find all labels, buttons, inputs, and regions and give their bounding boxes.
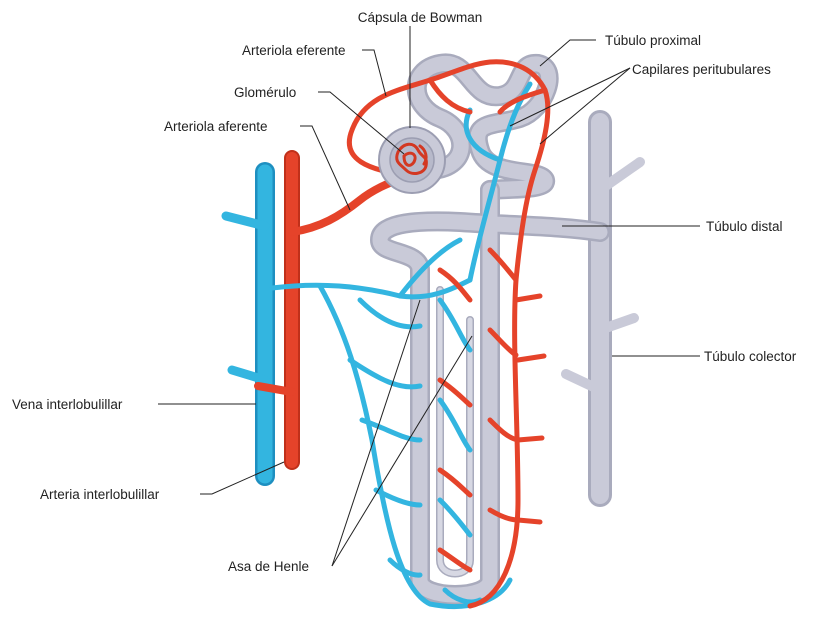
label-capsula-bowman: Cápsula de Bowman <box>358 10 483 25</box>
peritubular-capillaries-arterial <box>349 62 548 606</box>
label-capilares-peritubulares: Capilares peritubulares <box>632 62 771 77</box>
label-tubulo-proximal: Túbulo proximal <box>605 33 701 48</box>
label-vena-interlobulillar: Vena interlobulillar <box>12 397 123 412</box>
collecting-duct <box>566 122 640 495</box>
label-arteriola-aferente: Arteriola aferente <box>164 119 268 134</box>
leader-arteriola-aferente <box>300 126 350 210</box>
label-tubulo-distal: Túbulo distal <box>706 219 783 234</box>
bowman-capsule <box>379 127 445 193</box>
leader-arteriola-eferente <box>362 50 386 96</box>
label-tubulo-colector: Túbulo colector <box>704 349 797 364</box>
label-asa-de-henle: Asa de Henle <box>228 559 309 574</box>
label-arteria-interlobulillar: Arteria interlobulillar <box>40 487 160 502</box>
interlobular-vein <box>226 172 265 476</box>
label-arteriola-eferente: Arteriola eferente <box>242 43 346 58</box>
label-glomerulo: Glomérulo <box>234 85 296 100</box>
